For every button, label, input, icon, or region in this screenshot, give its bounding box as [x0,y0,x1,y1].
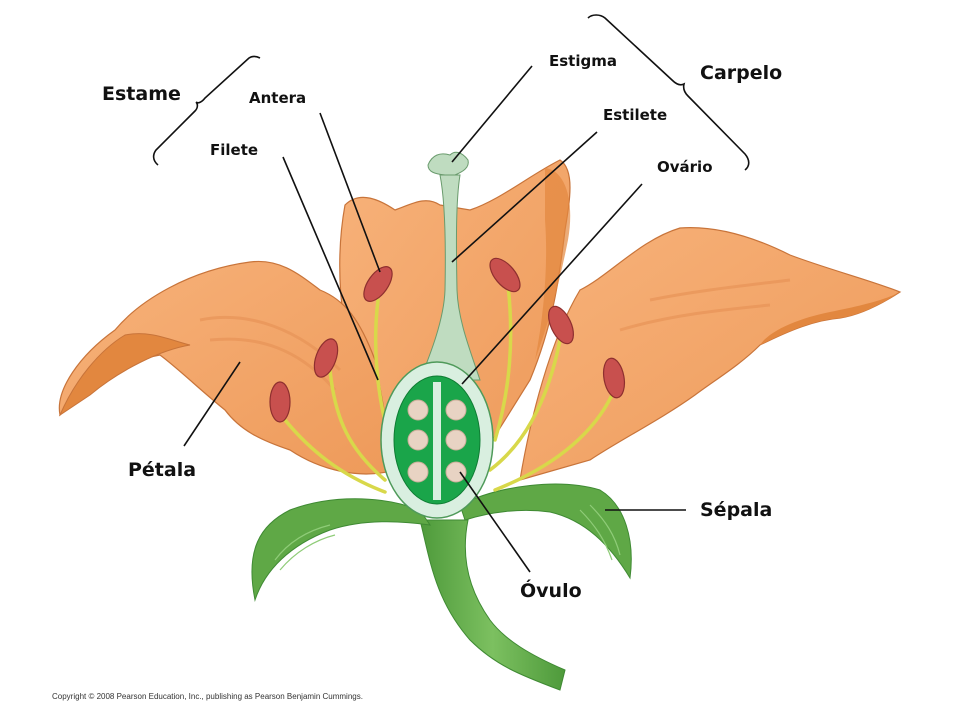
leader-estigma [451,65,533,163]
stigma [427,151,469,176]
petal-right-fold [760,292,900,345]
label-carpelo: Carpelo [700,62,783,84]
label-estame: Estame [102,83,181,105]
stem [419,519,566,691]
ovary-septum [433,382,441,500]
label-estigma: Estigma [549,52,617,70]
ovules [407,399,467,483]
label-ovario: Ovário [657,158,713,176]
leader-ovario [461,183,643,385]
leader-petala [183,361,241,447]
style [419,174,481,381]
label-sepala: Sépala [700,499,773,521]
label-estilete: Estilete [603,106,668,124]
label-petala: Pétala [128,459,197,481]
brace-estame [152,55,261,166]
sepal-right [459,483,632,580]
label-filete: Filete [210,141,259,159]
brace-carpelo [587,14,750,171]
petal-left-fold [58,333,191,417]
leader-antera [319,112,381,273]
leader-ovulo [459,471,531,573]
sepal-left [251,498,432,602]
label-antera: Antera [249,89,307,107]
anthers [269,257,626,423]
leader-lines [183,65,686,573]
label-ovulo: Óvulo [520,580,582,602]
leader-estilete [451,131,598,263]
sepal-veins [274,504,621,571]
leader-filete [282,156,379,381]
petal-right [519,227,902,481]
copyright-notice: Copyright © 2008 Pearson Education, Inc.… [52,692,363,701]
petal-back-shade [535,168,571,360]
